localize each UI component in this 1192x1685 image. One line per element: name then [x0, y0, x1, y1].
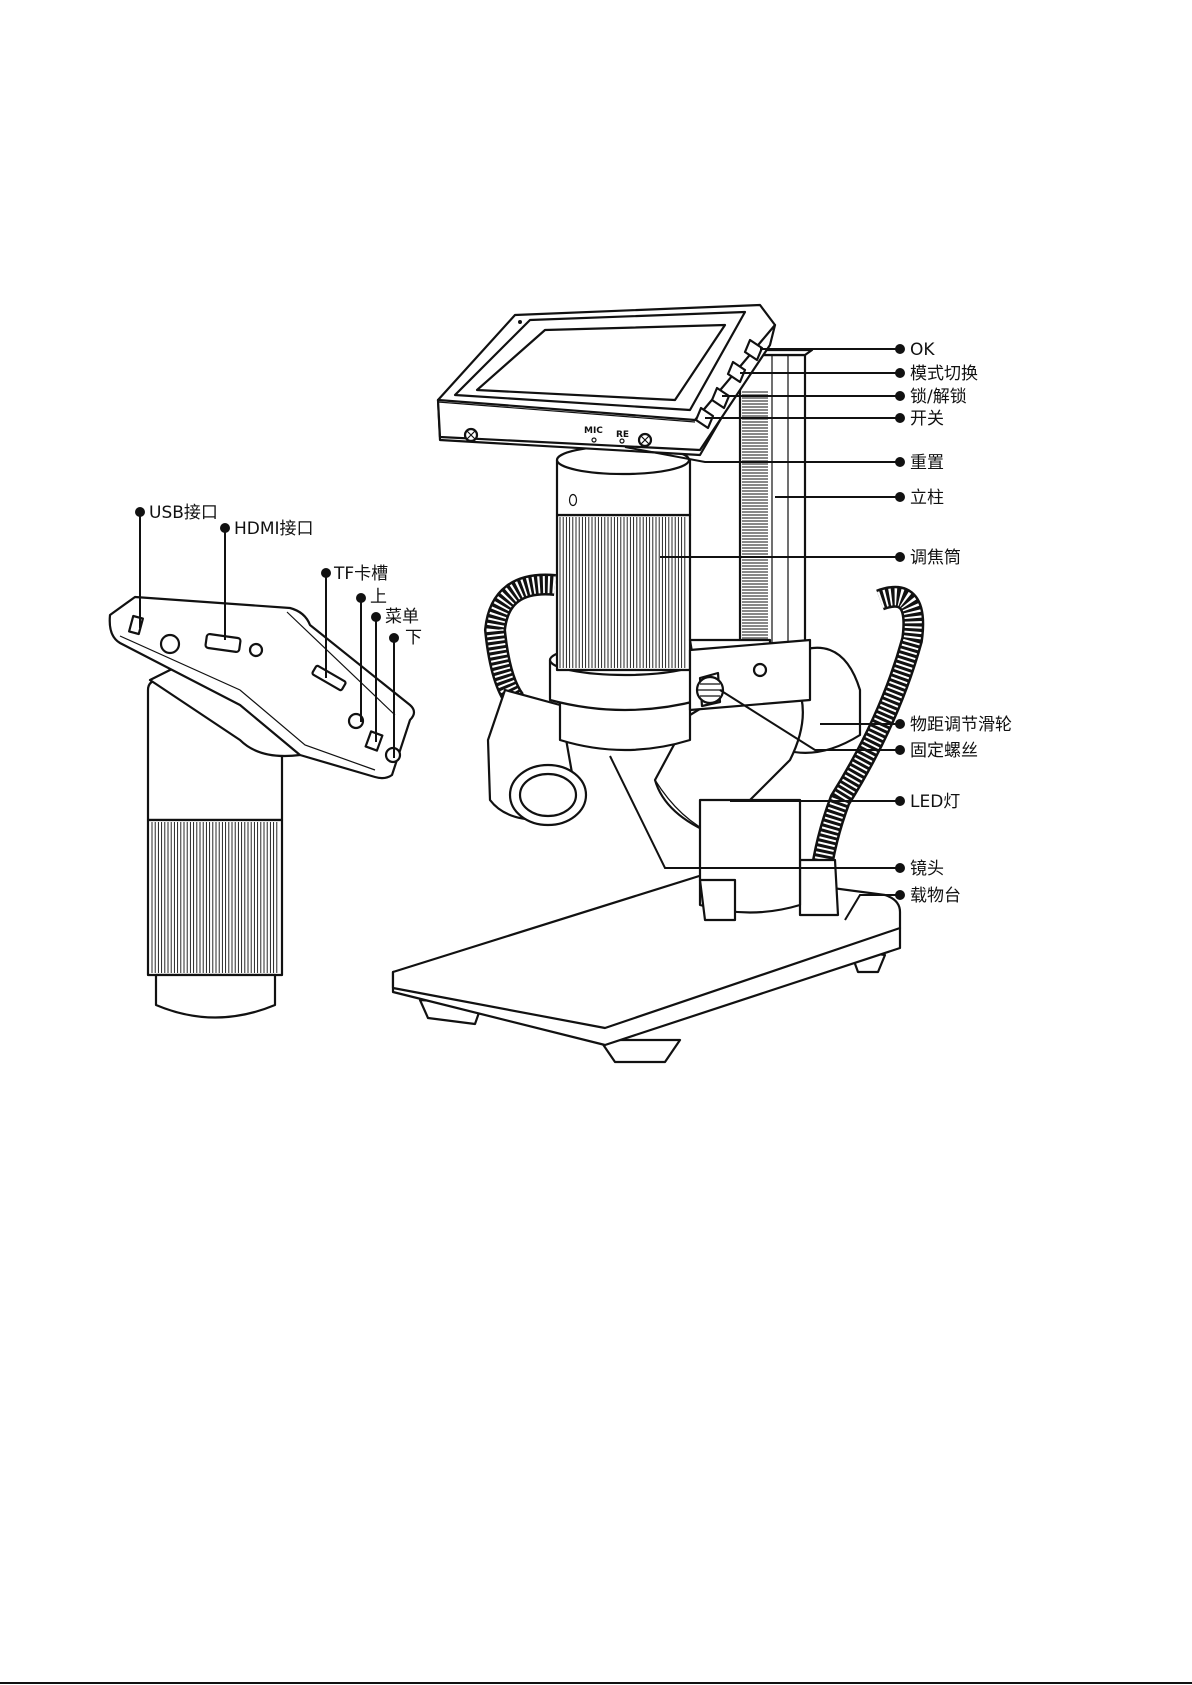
- label-usb-port: USB接口: [149, 503, 218, 523]
- callout-labels-right: OK 模式切换 锁/解锁 开关 重置 立柱 调焦筒 物距调节滑轮 固定螺丝 LE…: [910, 340, 1012, 906]
- label-fixing-screw: 固定螺丝: [910, 741, 978, 761]
- label-focus-tube: 调焦筒: [910, 548, 961, 568]
- label-power: 开关: [910, 409, 944, 429]
- display-head: MIC RE: [438, 305, 775, 455]
- label-lock-unlock: 锁/解锁: [910, 387, 967, 407]
- label-column: 立柱: [910, 488, 944, 508]
- label-reset: 重置: [910, 453, 944, 473]
- label-down: 下: [405, 628, 422, 648]
- label-tf-slot: TF卡槽: [333, 564, 388, 584]
- label-hdmi-port: HDMI接口: [234, 519, 314, 539]
- label-menu: 菜单: [385, 607, 419, 627]
- mic-mark: MIC: [584, 426, 603, 436]
- label-mode-switch: 模式切换: [910, 364, 978, 384]
- label-lens: 镜头: [910, 859, 944, 879]
- label-led-light: LED灯: [910, 792, 960, 812]
- clamp-bracket: [690, 640, 810, 710]
- reset-mark: RE: [616, 430, 629, 440]
- label-up: 上: [370, 587, 387, 607]
- label-ok: OK: [910, 340, 935, 360]
- label-stage: 载物台: [910, 886, 961, 906]
- handheld-unit: [110, 597, 414, 1018]
- label-distance-pulley: 物距调节滑轮: [910, 715, 1012, 735]
